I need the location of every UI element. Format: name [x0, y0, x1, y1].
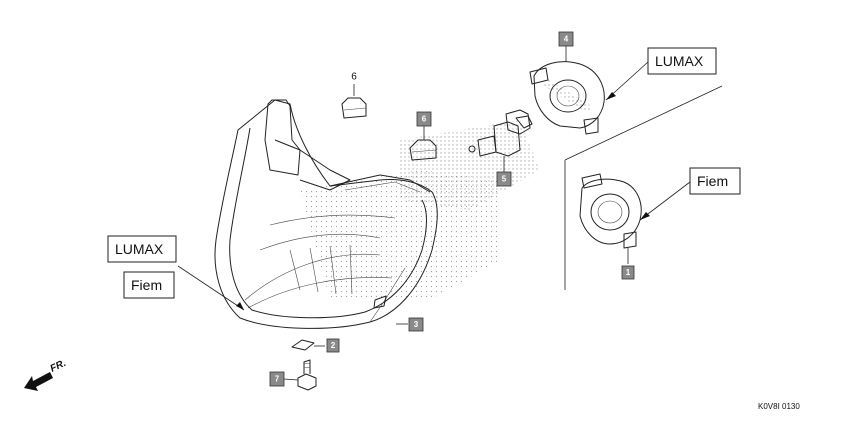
mounting-bolt [297, 359, 317, 391]
svg-text:Fiem: Fiem [697, 173, 728, 189]
bulb-socket-fiem [579, 173, 642, 249]
svg-text:6: 6 [351, 72, 357, 83]
brand-label-fiem-left: Fiem [123, 271, 175, 299]
headlight-assembly [214, 99, 540, 329]
svg-text:5: 5 [502, 175, 507, 184]
svg-text:FR.: FR. [49, 358, 68, 375]
callout-1: 1 [621, 265, 635, 280]
svg-text:1: 1 [626, 268, 631, 277]
front-arrow-icon [24, 372, 53, 391]
callout-6-plain: 6 [351, 72, 357, 83]
bulb-socket-lumax [529, 61, 605, 135]
svg-text:3: 3 [414, 320, 419, 329]
callout-7: 7 [269, 371, 285, 387]
svg-text:7: 7 [275, 375, 280, 384]
brand-label-fiem-right: Fiem [689, 167, 741, 195]
brand-label-lumax-right: LUMAX [647, 47, 717, 75]
svg-text:LUMAX: LUMAX [115, 241, 164, 257]
leader-lines [177, 46, 691, 381]
group-divider-line [564, 85, 723, 290]
svg-text:Fiem: Fiem [131, 277, 162, 293]
svg-text:6: 6 [422, 115, 427, 124]
svg-text:2: 2 [331, 341, 336, 350]
clip-nut [291, 339, 315, 351]
front-direction-indicator: FR. [24, 358, 68, 391]
callout-6-boxed: 6 [416, 111, 432, 127]
rubber-cap-upper [341, 97, 367, 119]
svg-text:LUMAX: LUMAX [655, 53, 704, 69]
callout-2: 2 [326, 338, 340, 353]
callout-5: 5 [496, 171, 512, 187]
callout-4: 4 [558, 31, 574, 47]
callout-3: 3 [408, 317, 424, 332]
rubber-cap-lower [409, 139, 437, 161]
brand-label-lumax-left: LUMAX [107, 235, 177, 263]
svg-text:4: 4 [564, 35, 569, 44]
diagram-code: K0V8I 0130 [758, 402, 800, 411]
headlight-bulb [468, 109, 533, 157]
